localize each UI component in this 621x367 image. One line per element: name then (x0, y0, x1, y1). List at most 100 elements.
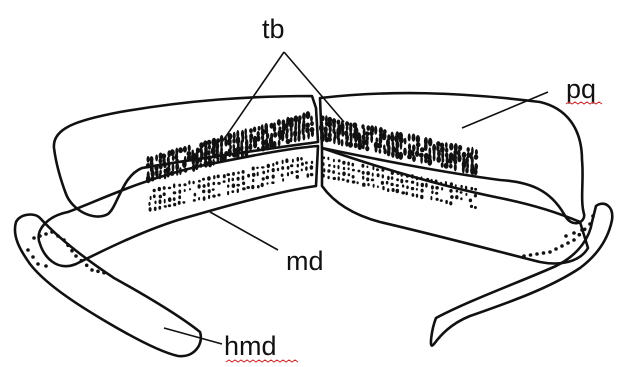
tooth (307, 131, 310, 140)
tooth (273, 132, 277, 138)
tooth (271, 181, 274, 184)
tooth (237, 177, 240, 181)
tooth (457, 155, 461, 163)
tooth (240, 144, 243, 152)
tooth (437, 150, 441, 157)
tooth (442, 158, 445, 163)
tooth (199, 163, 202, 168)
tooth (163, 162, 167, 169)
cartilage-dot (591, 214, 595, 218)
tooth (436, 198, 439, 201)
tooth (441, 187, 443, 190)
tooth (285, 158, 288, 163)
tooth (427, 158, 432, 166)
tooth (456, 190, 459, 193)
cartilage-dot (96, 270, 100, 274)
tooth (249, 137, 252, 143)
tooth (188, 145, 191, 152)
tooth (435, 186, 439, 190)
tooth (272, 175, 275, 179)
tooth (276, 161, 279, 165)
tooth (460, 185, 462, 188)
tooth (445, 147, 448, 153)
tooth (281, 174, 284, 177)
tooth (402, 184, 404, 187)
cartilage-dot (38, 234, 42, 238)
tooth (328, 164, 331, 167)
tooth (242, 170, 245, 174)
tooth (465, 193, 467, 196)
tooth (322, 156, 325, 159)
left-hyomandibula-outline (15, 215, 201, 357)
tooth (387, 149, 391, 156)
cartilage-dot (62, 238, 66, 242)
tooth (460, 191, 463, 194)
tooth (310, 121, 314, 126)
tooth (277, 168, 279, 171)
cartilage-dot (566, 241, 570, 245)
tooth (242, 187, 246, 190)
tooth (449, 164, 453, 169)
tooth (199, 156, 202, 163)
tooth (449, 201, 452, 205)
tooth (297, 134, 300, 142)
tooth (462, 165, 465, 174)
tooth (448, 158, 452, 164)
tooth (365, 131, 370, 136)
tooth (208, 159, 213, 167)
tooth (282, 160, 284, 165)
tooth (345, 140, 348, 147)
tooth (362, 144, 365, 149)
tooth (204, 160, 209, 167)
tooth (301, 169, 303, 172)
tooth (474, 194, 477, 197)
tooth (194, 193, 197, 197)
tooth (178, 147, 183, 153)
tooth (297, 164, 299, 168)
tooth (366, 166, 368, 169)
tooth (261, 166, 265, 168)
tooth (163, 192, 166, 196)
left-palatoquadrate-outline (54, 96, 318, 217)
tooth (416, 194, 418, 198)
tooth (376, 168, 379, 171)
tooth (392, 188, 395, 192)
cartilage-dot (50, 230, 54, 234)
tooth (322, 162, 325, 166)
tooth (266, 182, 268, 184)
tooth (415, 151, 419, 157)
tooth (256, 135, 260, 141)
tooth (449, 189, 452, 193)
tooth (195, 162, 199, 171)
tooth (217, 182, 220, 185)
tooth-bands (146, 111, 478, 212)
tooth (279, 135, 282, 140)
tooth (375, 146, 378, 153)
tooth (287, 172, 289, 176)
tooth (391, 171, 394, 175)
tooth (207, 176, 211, 180)
cartilage-dot (529, 253, 533, 257)
tooth (400, 172, 403, 176)
cartilage-dot (580, 228, 584, 232)
tooth (421, 183, 424, 187)
tooth (202, 190, 205, 194)
tooth (292, 159, 294, 163)
tooth (170, 171, 175, 176)
tooth (184, 168, 188, 173)
tooth (381, 169, 384, 172)
tooth (403, 148, 407, 156)
tooth (352, 180, 356, 183)
tooth (404, 138, 407, 145)
tooth (213, 175, 215, 179)
tooth (217, 175, 220, 179)
tooth (424, 158, 428, 163)
tooth (327, 137, 332, 142)
tooth (347, 162, 350, 166)
tooth (348, 142, 353, 148)
tooth (154, 207, 157, 211)
tooth (449, 143, 453, 151)
tooth (333, 136, 336, 144)
tooth (383, 148, 386, 154)
